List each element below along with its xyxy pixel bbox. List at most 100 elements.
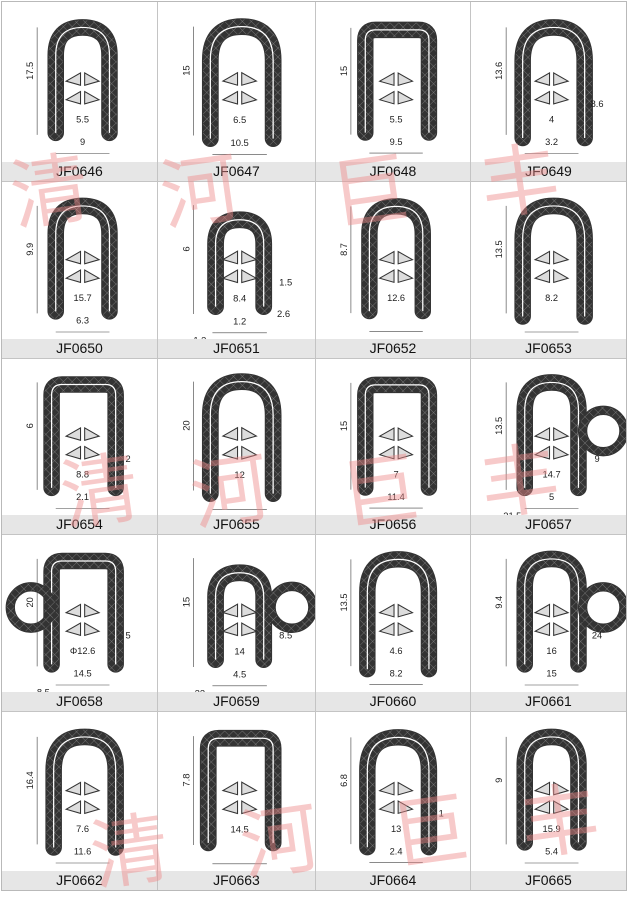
dimension-label: 11.4	[387, 492, 404, 502]
seal-profile	[516, 550, 587, 673]
seal-profile	[514, 19, 593, 147]
dimension-label: 8.5	[279, 630, 292, 641]
seal-profile-drawing: 156.510.5	[180, 18, 282, 155]
gripping-fins	[221, 603, 258, 637]
seal-profile-drawing: 915.95.4	[494, 728, 587, 864]
dimension-label: 8.6	[591, 99, 604, 109]
dimension-label: 7	[394, 469, 399, 479]
dimension-annotations: 13.54.68.2	[339, 559, 423, 685]
product-code: JF0656	[316, 515, 470, 534]
dimension-label: 4.5	[233, 668, 246, 679]
seal-profile-drawing: 68.82.12	[25, 376, 131, 509]
dimension-label: 17.5	[25, 62, 35, 80]
bulb-seal	[577, 405, 626, 457]
seal-profile	[207, 564, 273, 669]
bulb-seal	[266, 581, 315, 633]
dimension-label: 7.8	[180, 774, 191, 787]
dimension-annotations: 156.510.5	[180, 26, 267, 155]
gripping-fins	[378, 781, 414, 815]
dimension-label: 12	[234, 469, 244, 480]
gripping-fins	[378, 603, 414, 637]
dimension-label: 15.9	[543, 824, 561, 834]
gripping-fins	[221, 71, 258, 105]
product-code: JF0654	[2, 515, 157, 534]
seal-profile-drawing: 13.54.68.2	[339, 551, 438, 685]
product-code: JF0660	[316, 692, 470, 711]
product-code: JF0655	[158, 515, 315, 534]
gripping-fins	[221, 426, 258, 460]
dimension-label: 13	[391, 824, 401, 834]
product-code: JF0653	[471, 339, 626, 358]
seal-profile	[43, 376, 124, 497]
dimension-label: 16.4	[25, 771, 35, 789]
dimension-label: 5.5	[76, 115, 89, 125]
dimension-annotations: 8.712.6	[339, 206, 423, 332]
dimension-label: 14.7	[543, 470, 561, 480]
gripping-fins	[221, 781, 258, 815]
gripping-fins	[221, 250, 258, 284]
product-code: JF0658	[2, 692, 157, 711]
dimension-label: 9.5	[390, 137, 403, 147]
seal-profile	[359, 729, 438, 856]
dimension-label: 20	[25, 597, 35, 607]
dimension-label: 16	[546, 646, 556, 656]
dimension-label: 6	[25, 423, 35, 428]
gripping-fins	[64, 603, 101, 637]
dimension-label: 15	[180, 65, 191, 75]
seal-profile-drawing: 8.712.6	[339, 198, 431, 332]
seal-profile-drawing: 13.58.2	[494, 197, 593, 333]
product-code: JF0651	[158, 339, 315, 358]
dimension-label: 14.5	[230, 823, 248, 834]
gripping-fins	[533, 603, 570, 637]
dimension-label: 20	[180, 420, 191, 430]
seal-profile	[201, 18, 282, 147]
product-code: JF0664	[316, 871, 470, 890]
dimension-annotations: 9.915.76.3	[25, 205, 110, 333]
gripping-fins	[64, 427, 101, 460]
dimension-label: 13.6	[494, 62, 504, 80]
dimension-label: 6	[180, 246, 191, 251]
dimension-label: 15.7	[74, 293, 92, 303]
dimension-label: 6.5	[233, 114, 246, 125]
dimension-label: 6.8	[339, 774, 349, 787]
bulb-seal	[5, 582, 57, 633]
seal-profile-drawing: 16.47.611.6	[25, 728, 124, 864]
product-code: JF0663	[158, 871, 315, 890]
dimension-label: 5	[125, 631, 130, 641]
gripping-fins	[533, 427, 570, 460]
dimension-label: 1.5	[279, 277, 292, 288]
product-code: JF0646	[2, 162, 157, 181]
seal-profile	[201, 373, 282, 502]
seal-profile	[357, 376, 438, 496]
dimension-annotations: 68.82.12	[25, 382, 131, 509]
gripping-fins	[533, 781, 570, 815]
dimension-label: 9.4	[494, 596, 504, 609]
product-code: JF0662	[2, 871, 157, 890]
dimension-label: 2.1	[76, 492, 89, 502]
dimension-label: 9.9	[25, 243, 35, 256]
seal-profile-drawing: 17.55.59	[25, 19, 118, 154]
seal-profile	[357, 21, 438, 141]
dimension-annotations: 16.47.611.6	[25, 736, 110, 864]
dimension-label: 9	[494, 778, 504, 783]
seal-profile	[514, 197, 593, 325]
dimension-label: 1	[439, 808, 444, 818]
seal-profile-drawing: 68.41.21.51.32.6	[180, 205, 292, 345]
dimension-label: 8.8	[76, 470, 89, 480]
